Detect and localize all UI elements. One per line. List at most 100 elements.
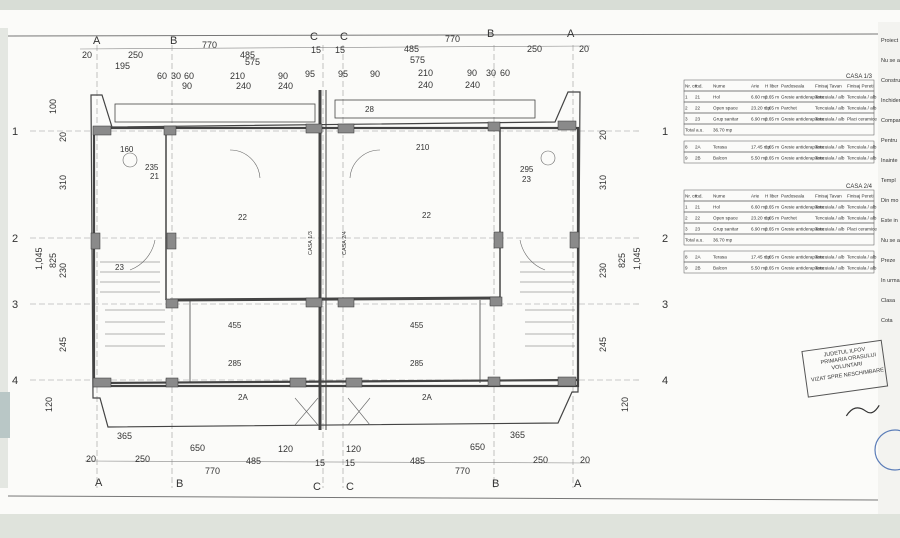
table-cell: Tencuiala / alb <box>847 205 877 210</box>
stamp-line-3: VOLUNTARI <box>831 361 863 371</box>
axis-row-3-right: 3 <box>662 299 668 311</box>
table-cell: Tencuiala / alb <box>847 95 877 100</box>
table-cell: Open space <box>713 216 738 221</box>
table-cell: H liber <box>765 84 779 89</box>
dim-bot-15: 15 <box>315 458 325 468</box>
dim-bot-650: 650 <box>190 443 205 453</box>
dim-top-60c: 60 <box>500 68 510 78</box>
dim-top-20b: 20 <box>579 44 589 54</box>
dim-right-245: 245 <box>598 337 608 352</box>
table-cell: 23 <box>695 117 701 122</box>
note-line: Este in <box>881 218 898 224</box>
dim-left-825: 825 <box>48 253 58 268</box>
table-cell: H liber <box>765 194 779 199</box>
dim-top-90b: 90 <box>370 69 380 79</box>
table-cell: Parchet <box>781 106 798 111</box>
table-cell: Finisaj Pereti <box>847 194 874 199</box>
table-cell: Gresie antiderapanta <box>781 255 824 260</box>
table-cell: Grup sanitar <box>713 117 739 122</box>
note-line: In urma <box>881 278 900 284</box>
table-cell: 2B <box>695 266 701 271</box>
table-cell: 6.90 mp <box>751 117 768 122</box>
sheet-border-top <box>7 33 879 37</box>
dim-top-195: 195 <box>115 61 130 71</box>
note-line: Clasa <box>881 298 896 304</box>
axis-col-a2: A <box>567 28 575 40</box>
axis-row-4: 4 <box>12 375 18 387</box>
room-right-2A: 2A <box>422 393 432 402</box>
room-left-dim-455: 455 <box>228 321 242 330</box>
table-cell: 36.70 mp <box>713 128 733 133</box>
table-cell: Tencuiala / alb <box>815 106 845 111</box>
dim-top-485b: 485 <box>404 44 419 54</box>
table-cell: 3 <box>685 117 688 122</box>
axis-col-a-bottom: A <box>95 477 103 489</box>
table-row <box>683 123 875 136</box>
dim-top-95b: 95 <box>338 69 348 79</box>
table-cell: 6.90 mp <box>751 227 768 232</box>
table-cell: Gresie antiderapanta <box>781 145 824 150</box>
table-cell: 2A <box>695 255 702 260</box>
table-cell: Balcon <box>713 266 727 271</box>
table-cell: 2.65 m <box>765 266 779 271</box>
room-right-dim-210: 210 <box>416 143 430 152</box>
table-cell: Tencuiala / alb <box>847 216 877 221</box>
table-cell: 23.20 mp <box>751 106 771 111</box>
axis-row-2: 2 <box>12 233 18 245</box>
table-cell: Tencuiala / alb <box>847 266 877 271</box>
dim-top-60b: 60 <box>184 71 194 81</box>
table-cell: Gresie antiderapanta <box>781 156 824 161</box>
table-cell: 6.60 mp <box>751 205 768 210</box>
table-cell: 2.65 m <box>765 216 779 221</box>
note-line: Inchidere <box>881 98 900 104</box>
background-table <box>0 514 900 538</box>
table-cell: Nume <box>713 84 726 89</box>
table-cell: Gresie antiderapanta <box>781 205 824 210</box>
table-cell: Tencuiala / alb <box>847 106 877 111</box>
table-cell: 22 <box>695 106 701 111</box>
table-cell: 21 <box>695 95 701 100</box>
note-line: Pentru <box>881 138 897 144</box>
axis-col-c: C <box>310 31 318 43</box>
dim-top-240c: 240 <box>418 80 433 90</box>
dim-top-20: 20 <box>82 50 92 60</box>
dim-left-230: 230 <box>58 263 68 278</box>
room-left-23: 23 <box>115 263 124 272</box>
dim-top-770b: 770 <box>445 34 460 44</box>
table-cell: 2.65 m <box>765 227 779 232</box>
dim-right-825: 825 <box>617 253 627 268</box>
table-cell: Tencuiala / alb <box>815 216 845 221</box>
note-line: Nu se a <box>881 58 900 64</box>
table-cell: Grup sanitar <box>713 227 739 232</box>
dim-bot-485b: 485 <box>410 456 425 466</box>
axis-col-b2: B <box>487 28 494 40</box>
note-line: Constru <box>881 78 900 84</box>
dim-left-100: 100 <box>48 99 58 114</box>
dim-top-30b: 30 <box>486 68 496 78</box>
room-left-dim-235: 235 <box>145 163 159 172</box>
columns <box>90 120 580 388</box>
dim-left-120: 120 <box>44 397 54 412</box>
table-title: CASA 2/4 <box>846 184 873 190</box>
table-cell: Ind. <box>695 84 703 89</box>
dim-top-90: 90 <box>278 71 288 81</box>
table-cell: Tencuiala / alb <box>815 227 845 232</box>
table-cell: Placi ceramice <box>847 227 877 232</box>
note-line: Inainte <box>881 158 898 164</box>
table-cell: 2.65 m <box>765 156 779 161</box>
dim-top-90c: 90 <box>467 68 477 78</box>
axis-col-c2-bottom: C <box>346 481 354 493</box>
dim-bot-20b: 20 <box>580 455 590 465</box>
note-line: Templ <box>881 178 896 184</box>
table-cell: 36.70 mp <box>713 238 733 243</box>
dim-right-1045: 1,045 <box>632 247 642 270</box>
stamp-line-1: JUDETUL ILFOV <box>823 347 866 359</box>
table-cell: 23 <box>695 227 701 232</box>
table-cell: 8 <box>685 255 688 260</box>
stairs <box>100 149 575 426</box>
table-title: CASA 1/3 <box>846 74 873 80</box>
table-cell: Terasa <box>713 255 727 260</box>
